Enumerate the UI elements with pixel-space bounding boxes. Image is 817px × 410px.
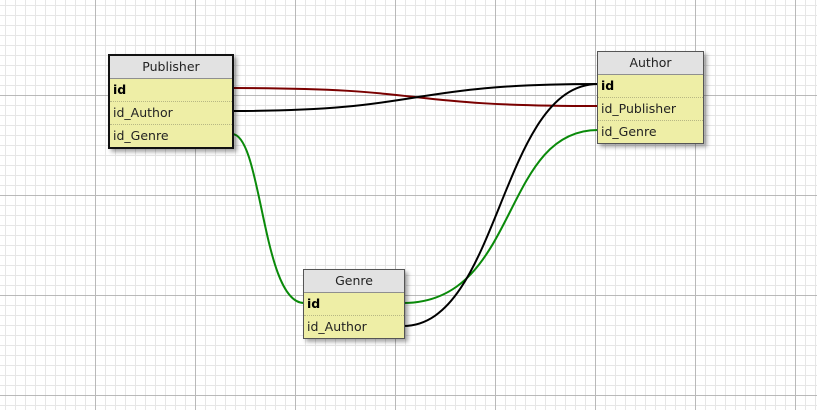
field-publisher-id-author[interactable]: id_Author — [110, 102, 232, 125]
table-header-publisher[interactable]: Publisher — [110, 56, 232, 79]
relation-publisher-id-author-to-author-id[interactable] — [231, 83, 599, 112]
relation-genre-id-author-to-author-id[interactable] — [402, 83, 599, 327]
field-author-id-genre[interactable]: id_Genre — [601, 124, 657, 139]
field-publisher-id-genre[interactable]: id_Genre — [113, 128, 169, 143]
relation-genre-id-to-author-id-genre[interactable] — [402, 129, 599, 304]
table-genre[interactable]: Genre id id_Author — [303, 269, 405, 339]
table-publisher[interactable]: Publisher id id_Author id_Genre — [108, 54, 234, 149]
field-author-id-publisher[interactable]: id_Publisher — [598, 98, 703, 121]
field-genre-id-author[interactable]: id_Author — [307, 319, 367, 334]
field-publisher-id[interactable]: id — [110, 79, 232, 102]
table-header-genre[interactable]: Genre — [304, 270, 404, 293]
field-genre-id[interactable]: id — [304, 293, 404, 316]
table-header-author[interactable]: Author — [598, 52, 703, 75]
table-author[interactable]: Author id id_Publisher id_Genre — [597, 51, 704, 144]
field-author-id[interactable]: id — [598, 75, 703, 98]
relation-publisher-id-genre-to-genre-id[interactable] — [231, 133, 305, 304]
relation-publisher-id-to-author-id-publisher[interactable] — [231, 87, 599, 107]
